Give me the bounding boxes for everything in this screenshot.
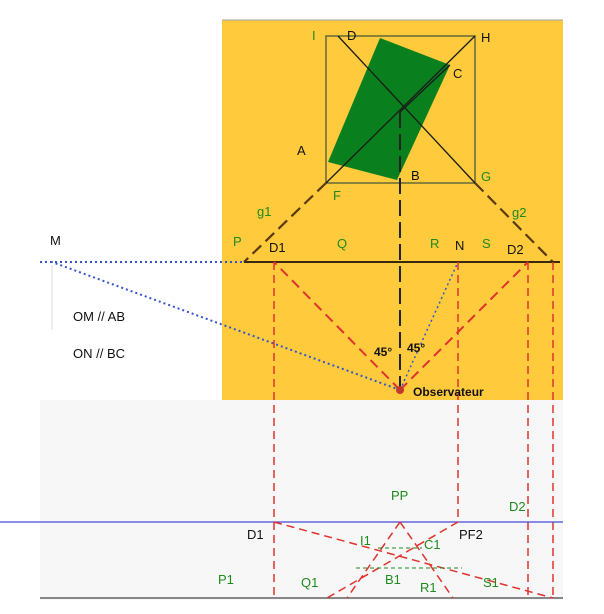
line-om [51, 261, 401, 391]
label-pf2: PF2 [459, 527, 483, 542]
green-rectangle-abcd [328, 38, 450, 180]
diagonal-hf [325, 35, 476, 184]
line-bc-extension [399, 64, 451, 113]
line-45-right [399, 261, 529, 391]
line-g2 [474, 182, 554, 263]
label-b1: B1 [385, 572, 401, 587]
label-r: R [430, 236, 439, 251]
label-c1: C1 [424, 537, 441, 552]
label-a: A [297, 143, 306, 158]
label-d1: D1 [269, 240, 286, 255]
line-on [399, 261, 459, 391]
label-s: S [482, 236, 491, 251]
lower-panel [40, 400, 563, 600]
persp-pp-right [399, 521, 454, 599]
label-m: M [50, 233, 61, 248]
diagonal-dg [337, 35, 476, 184]
label-d1-low: D1 [247, 527, 264, 542]
label-p1: P1 [218, 572, 234, 587]
label-r1: R1 [420, 580, 437, 595]
label-g2: g2 [512, 205, 526, 220]
label-i1: I1 [360, 533, 371, 548]
label-i: I [312, 28, 316, 43]
label-g: G [481, 169, 491, 184]
label-f: F [333, 188, 341, 203]
label-s1: S1 [483, 575, 499, 590]
label-om-ab: OM // AB [73, 309, 125, 324]
observer-point [396, 386, 404, 394]
label-n: N [455, 238, 464, 253]
line-45-left [273, 261, 401, 391]
persp-pp-left [346, 521, 401, 599]
label-angle-left: 45° [374, 345, 392, 359]
label-g1: g1 [257, 204, 271, 219]
line-g1 [243, 182, 327, 263]
label-pp: PP [391, 488, 408, 503]
label-angle-right: 45° [407, 341, 425, 355]
label-h: H [481, 30, 490, 45]
label-d2: D2 [507, 242, 524, 257]
label-d: D [347, 28, 356, 43]
label-p: P [233, 234, 242, 249]
label-d2-low: D2 [509, 499, 526, 514]
label-q: Q [337, 236, 347, 251]
persp-d1-s1 [273, 521, 554, 599]
label-b: B [411, 168, 420, 183]
label-observer: Observateur [413, 385, 484, 399]
label-c: C [453, 66, 462, 81]
label-on-bc: ON // BC [73, 346, 125, 361]
label-q1: Q1 [301, 575, 318, 590]
